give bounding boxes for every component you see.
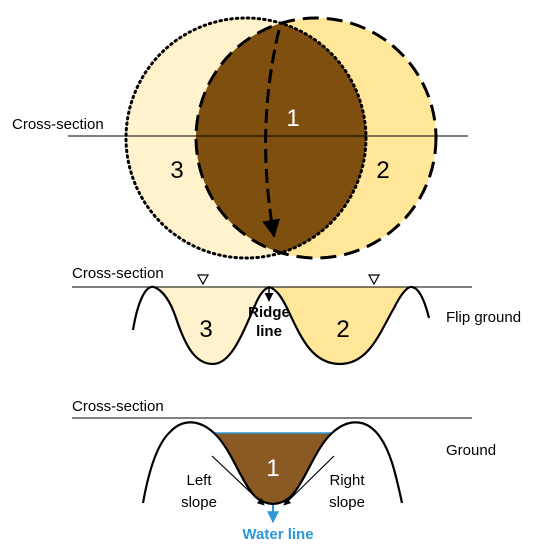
ridge-line-label-2: line — [256, 323, 282, 340]
flip-region-2-label: 2 — [336, 316, 349, 343]
water-line-label: Water line — [242, 526, 313, 543]
right-slope-label-2: slope — [329, 494, 365, 511]
ridge-line-label-1: Ridge — [248, 304, 290, 321]
ground-label: Ground — [446, 442, 496, 459]
top-region-2-label: 2 — [376, 157, 389, 184]
water-level-marker-left — [196, 274, 210, 286]
flip-ground-view: Cross-section Ridge line 3 2 Flip ground — [72, 265, 521, 366]
top-region-3-label: 3 — [170, 157, 183, 184]
ground-region-1-label: 1 — [266, 455, 279, 482]
left-circle-dotted-outline — [124, 16, 368, 260]
left-slope-label-1: Left — [186, 472, 212, 489]
ridge-dashed-arrow — [262, 29, 281, 238]
ground-region-1-fill — [214, 433, 332, 504]
left-slope-arrow — [211, 455, 265, 506]
flip-region-2-fill — [269, 287, 410, 364]
flip-ground-label: Flip ground — [446, 309, 521, 326]
right-slope-label-1: Right — [329, 472, 365, 489]
ground-curve — [141, 421, 404, 506]
region-1-intersection — [196, 18, 366, 258]
right-slope-arrow — [283, 455, 335, 506]
top-region-1-label: 1 — [286, 105, 299, 132]
ground-view: Cross-section 1 Left slope Right slope W… — [72, 398, 496, 543]
right-circle-dashed-outline — [194, 16, 438, 260]
flip-region-3-fill — [154, 287, 269, 364]
ground-cross-section-label: Cross-section — [72, 398, 164, 415]
water-level-marker-right — [367, 274, 381, 286]
flip-cross-section-label: Cross-section — [72, 265, 164, 282]
flip-region-3-label: 3 — [199, 316, 212, 343]
top-cross-section-label: Cross-section — [12, 116, 104, 133]
top-view: Cross-section 1 2 3 — [12, 16, 468, 260]
left-slope-label-2: slope — [181, 494, 217, 511]
